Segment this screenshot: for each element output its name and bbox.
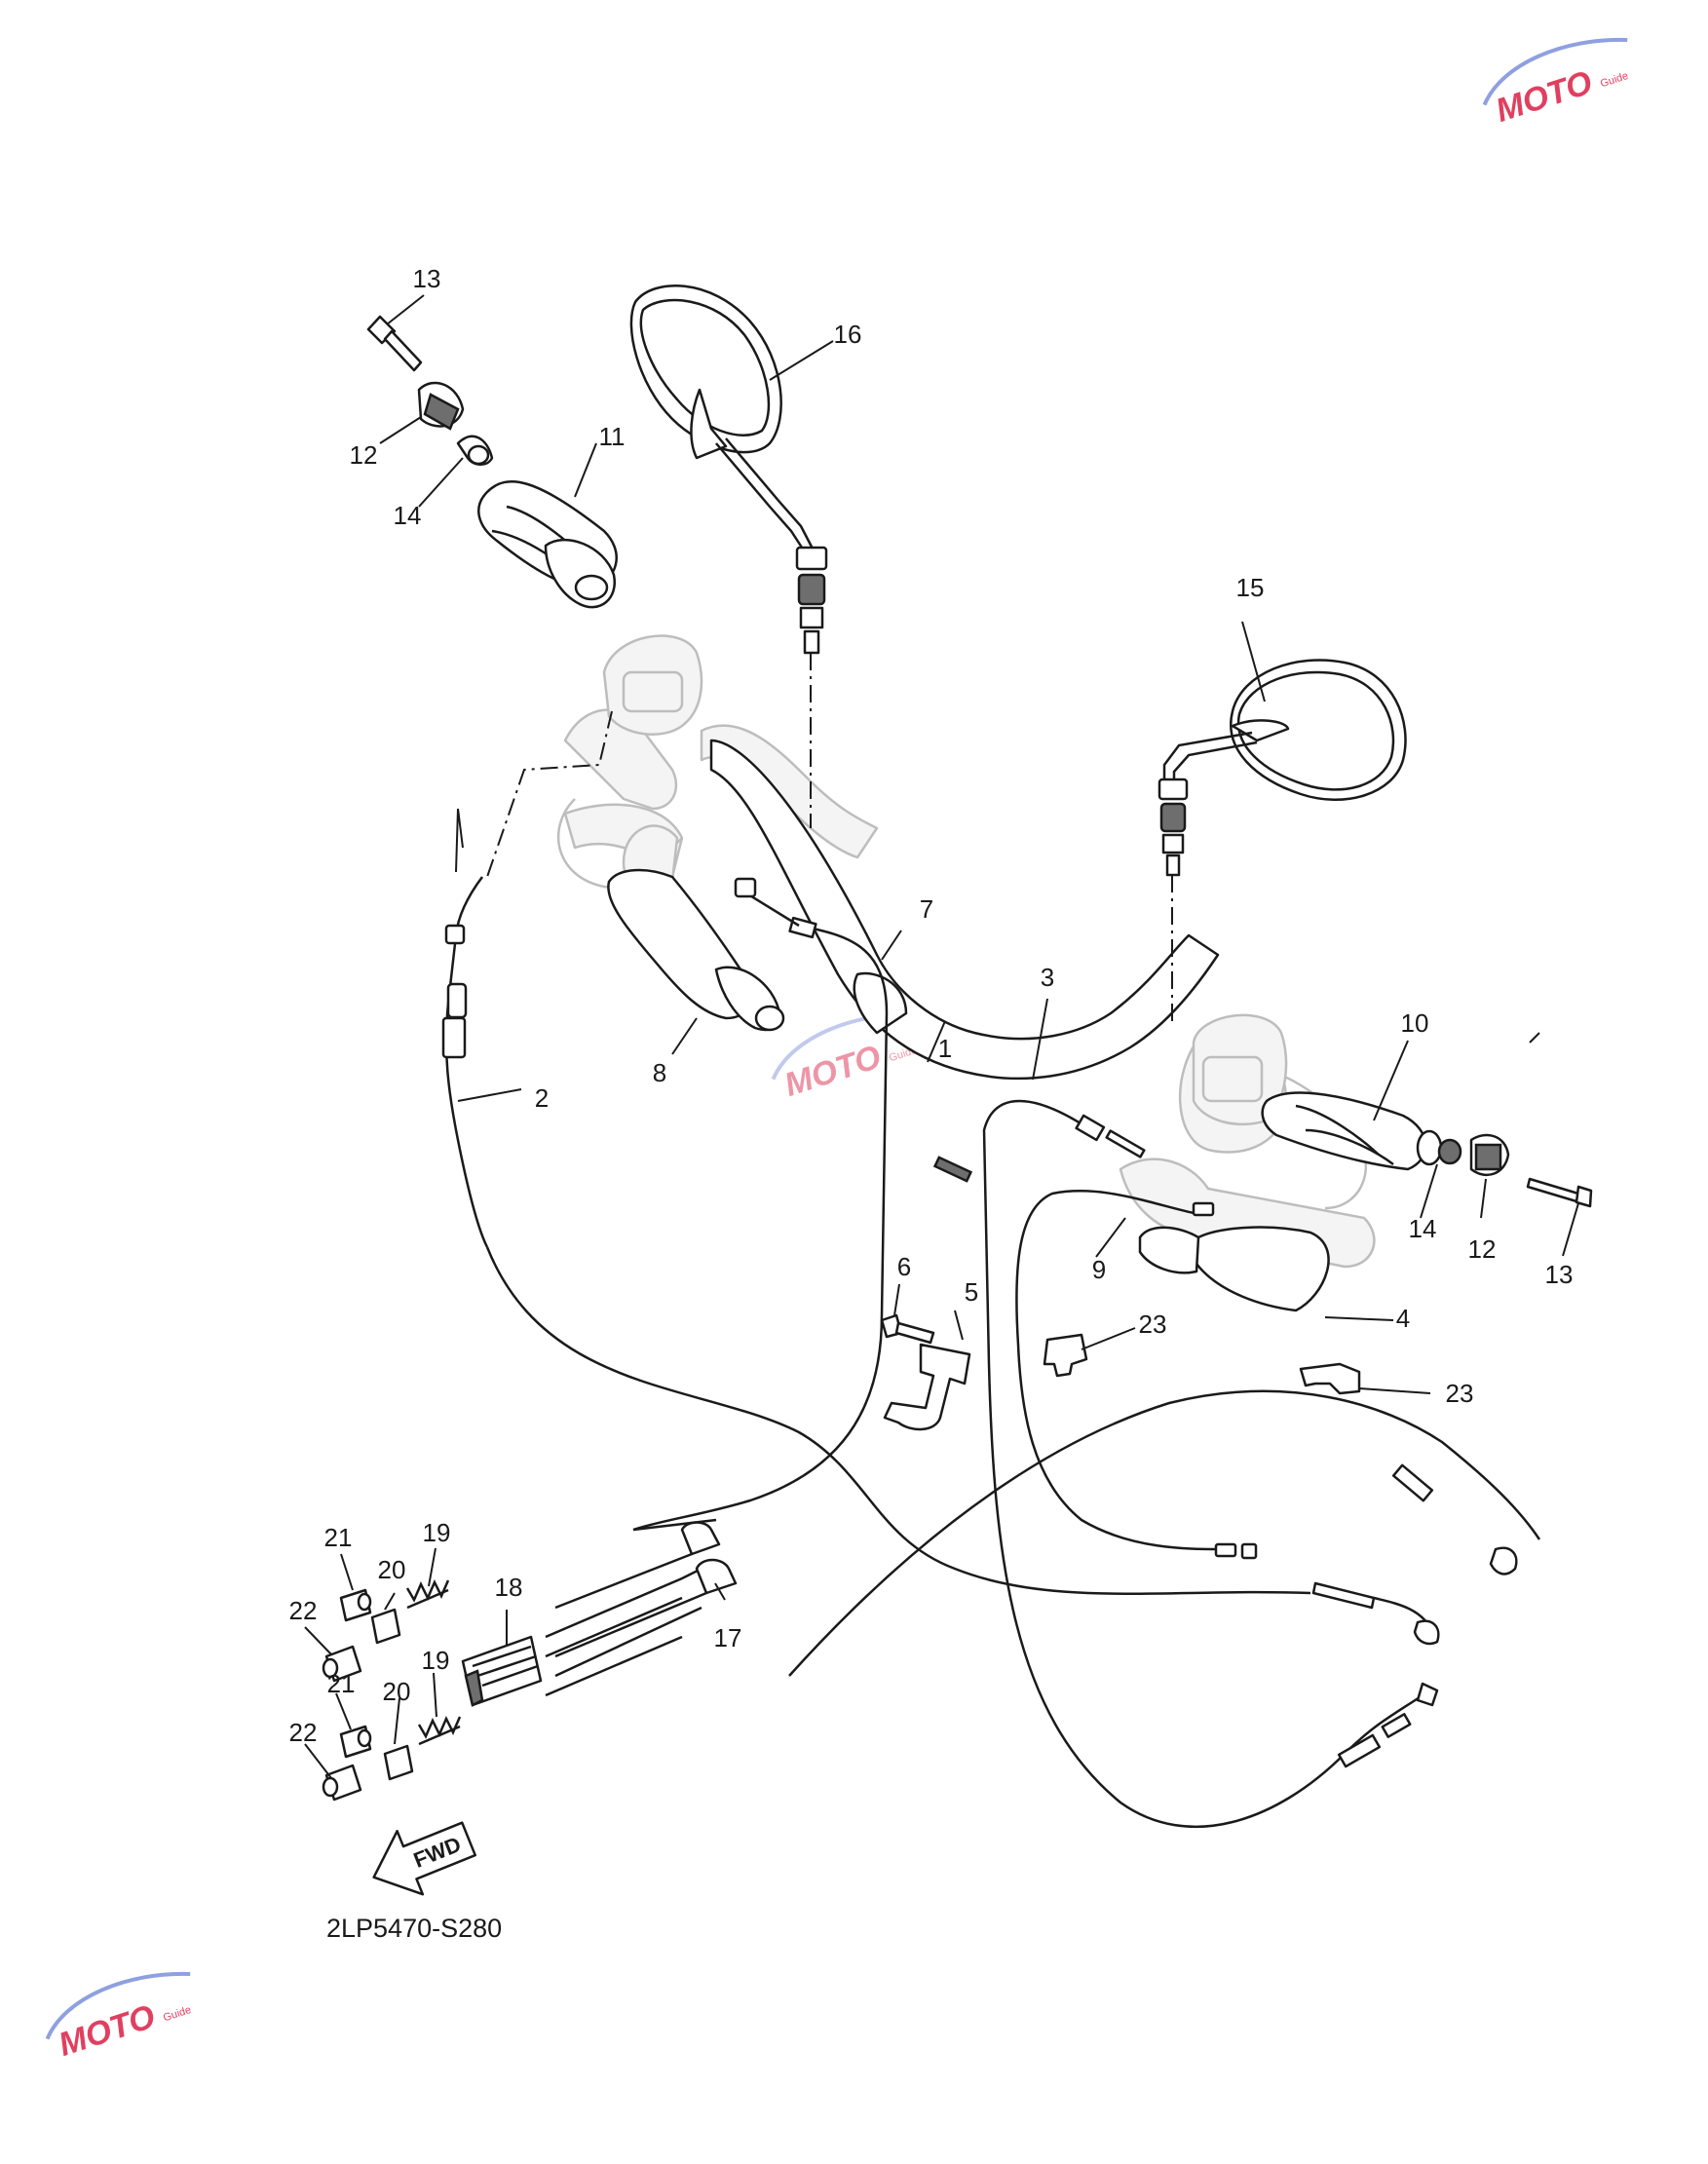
callout-10: 10 [1401,1008,1429,1038]
watermark-sub: Guide [1599,70,1630,90]
callout-21-lower: 21 [327,1669,356,1698]
cable-9 [1015,1190,1258,1560]
watermark-sub: Guide [162,2004,193,2024]
cap-22b [322,1764,362,1802]
bolt-6 [880,1313,935,1345]
callout-20-upper: 20 [378,1555,406,1584]
cable-adjusters [545,1518,738,1697]
leader-lines [304,294,1579,1779]
cable-right-long [788,1389,1541,1677]
lever-cover-left [607,868,785,1032]
callout-12-left: 12 [350,440,378,470]
cable-3 [982,1099,1439,1829]
mirror-right [1158,659,1407,877]
cable-boot-18 [461,1635,543,1707]
watermark-logo-bottom: MOTO Guide [45,1971,193,2064]
bracket-5 [883,1343,971,1431]
callout-1: 1 [938,1034,952,1063]
right-switch-housing [1192,1013,1288,1126]
callout-23-lower: 23 [1446,1379,1474,1408]
callout-7: 7 [920,894,933,924]
callout-19-lower: 19 [422,1646,450,1675]
callout-6: 6 [897,1252,911,1281]
bolt-left [366,315,423,372]
callout-5: 5 [965,1277,978,1307]
grip-right [1261,1091,1443,1171]
callout-2: 2 [535,1083,549,1113]
spring-19a [405,1579,450,1610]
callout-8: 8 [653,1058,666,1087]
clamp-23b [1299,1362,1361,1395]
adjuster-20a [370,1608,401,1645]
handlebar-ghost [556,724,1376,1269]
callout-3: 3 [1041,963,1054,992]
callout-21-upper: 21 [324,1523,353,1552]
mirror-left [629,285,828,655]
callout-11: 11 [599,422,626,451]
callout-14-right: 14 [1409,1214,1437,1243]
callout-15: 15 [1236,573,1265,602]
bolt-right [1526,1177,1593,1208]
callout-23-upper: 23 [1139,1310,1167,1339]
callout-13-right: 13 [1545,1260,1574,1289]
callout-9: 9 [1092,1255,1106,1284]
lever-cover-right [1138,1226,1330,1312]
watermark-logo-top: MOTO Guide [1482,37,1630,130]
cable-throttle-2 [441,876,1311,1595]
grip-end-left [417,381,465,431]
left-switch-housing [602,634,703,736]
alignment-line-throttle [486,710,613,878]
nut-21a [339,1588,372,1622]
callout-4: 4 [1396,1304,1410,1333]
grip-left [456,435,618,609]
cable-7 [632,877,889,1532]
callout-19-upper: 19 [423,1518,451,1547]
callout-20-lower: 20 [383,1677,411,1706]
forward-arrow: FWD [372,1821,476,1896]
callout-13-left: 13 [413,264,441,293]
callout-16: 16 [834,320,862,349]
callout-22-lower: 22 [289,1718,318,1747]
handlebar [563,708,1220,1183]
callout-18: 18 [495,1573,523,1602]
callout-22-upper: 22 [289,1596,318,1625]
callout-17: 17 [714,1623,742,1652]
clamp-23a [1043,1333,1088,1378]
callouts: 1 2 3 4 5 6 7 8 9 10 11 12 12 13 13 14 1… [289,264,1574,1747]
nut-21b [339,1725,372,1759]
cap-22a [322,1645,362,1683]
spring-19b [417,1716,462,1746]
grip-end-right [1437,1133,1510,1177]
adjuster-20b [383,1744,414,1781]
diagram-code: 2LP5470-S280 [326,1914,502,1943]
callout-14-left: 14 [394,501,422,530]
callout-12-right: 12 [1468,1234,1497,1264]
